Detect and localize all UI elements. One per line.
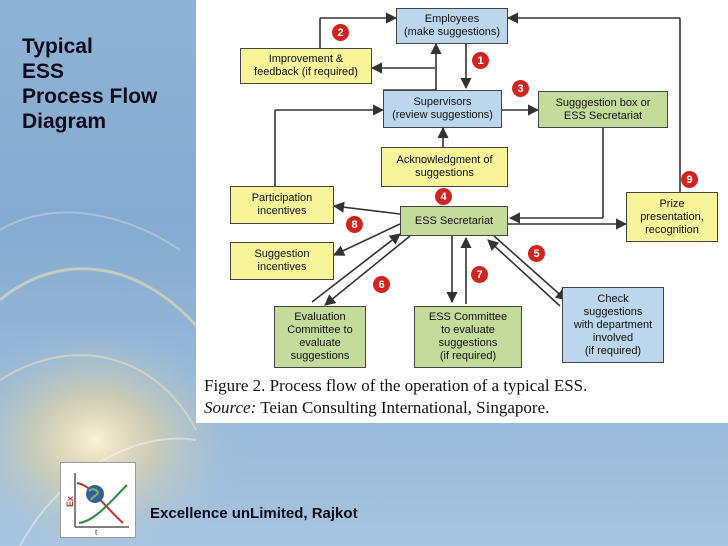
- step-badge-4: 4: [435, 188, 452, 205]
- node-ess-secretariat: ESS Secretariat: [400, 206, 508, 236]
- node-ess-committee-label: ESS Committee to evaluate suggestions (i…: [428, 311, 508, 362]
- process-flow-arrows: [274, 12, 681, 307]
- caption-source-text: Teian Consulting International, Singapor…: [256, 398, 550, 417]
- logo-axis-letter: t: [95, 528, 98, 537]
- step-badge-9: 9: [681, 171, 698, 188]
- step-badge-3: 3: [512, 80, 529, 97]
- slide-title-line: Typical: [22, 35, 93, 58]
- node-employees: Employees (make suggestions): [396, 8, 508, 44]
- node-supervisors: Supervisors (review suggestions): [383, 90, 502, 128]
- node-prize-label: Prize presentation, recognition: [640, 197, 704, 236]
- slide-title-line: ESS: [22, 60, 65, 83]
- node-employees-label: Employees (make suggestions): [404, 13, 500, 38]
- node-prize: Prize presentation, recognition: [626, 192, 718, 242]
- caption-source: Source: Teian Consulting International, …: [204, 397, 704, 419]
- slide-title-line: Process Flow: [22, 85, 158, 108]
- step-badge-5: 5: [528, 245, 545, 262]
- step-badge-7: 7: [471, 266, 488, 283]
- step-badge-6: 6: [373, 276, 390, 293]
- caption-title: Figure 2. Process flow of the operation …: [204, 376, 588, 395]
- globe-icon: [86, 485, 104, 503]
- node-acknowledgment: Acknowledgment of suggestions: [381, 147, 508, 187]
- company-logo: Ex t: [60, 462, 136, 538]
- node-improvement-label: Improvement & feedback (if required): [254, 53, 358, 78]
- organization-name: Excellence unLimited, Rajkot: [150, 505, 358, 522]
- node-suggestion-box: Sugggestion box or ESS Secretariat: [538, 91, 668, 128]
- node-acknowledgment-label: Acknowledgment of suggestions: [396, 154, 493, 179]
- logo-graphic: Ex t: [65, 473, 129, 537]
- node-participation: Participation incentives: [230, 186, 334, 224]
- step-badge-1: 1: [472, 52, 489, 69]
- step-badge-8: 8: [346, 216, 363, 233]
- slide-title-line: Diagram: [22, 110, 107, 133]
- step-badge-2: 2: [332, 24, 349, 41]
- slide-title: Typical ESS Process Flow Diagram: [22, 34, 192, 134]
- figure-caption: Figure 2. Process flow of the operation …: [204, 375, 704, 419]
- node-suggestion-box-label: Sugggestion box or ESS Secretariat: [555, 96, 651, 122]
- node-improvement: Improvement & feedback (if required): [240, 48, 372, 84]
- node-supervisors-label: Supervisors (review suggestions): [392, 96, 493, 121]
- node-participation-label: Participation incentives: [251, 192, 313, 217]
- logo-letters: Ex: [65, 496, 75, 507]
- node-ess-committee: ESS Committee to evaluate suggestions (i…: [414, 306, 522, 368]
- node-check: Check suggestions with department involv…: [562, 287, 664, 363]
- node-suggestion-incentives-label: Suggestion incentives: [254, 248, 310, 273]
- caption-source-label: Source:: [204, 398, 257, 417]
- node-evaluation: Evaluation Committee to evaluate suggest…: [274, 306, 366, 368]
- node-ess-secretariat-label: ESS Secretariat: [414, 214, 494, 227]
- node-suggestion-incentives: Suggestion incentives: [230, 242, 334, 280]
- node-evaluation-label: Evaluation Committee to evaluate suggest…: [287, 311, 353, 362]
- node-check-label: Check suggestions with department involv…: [573, 292, 653, 357]
